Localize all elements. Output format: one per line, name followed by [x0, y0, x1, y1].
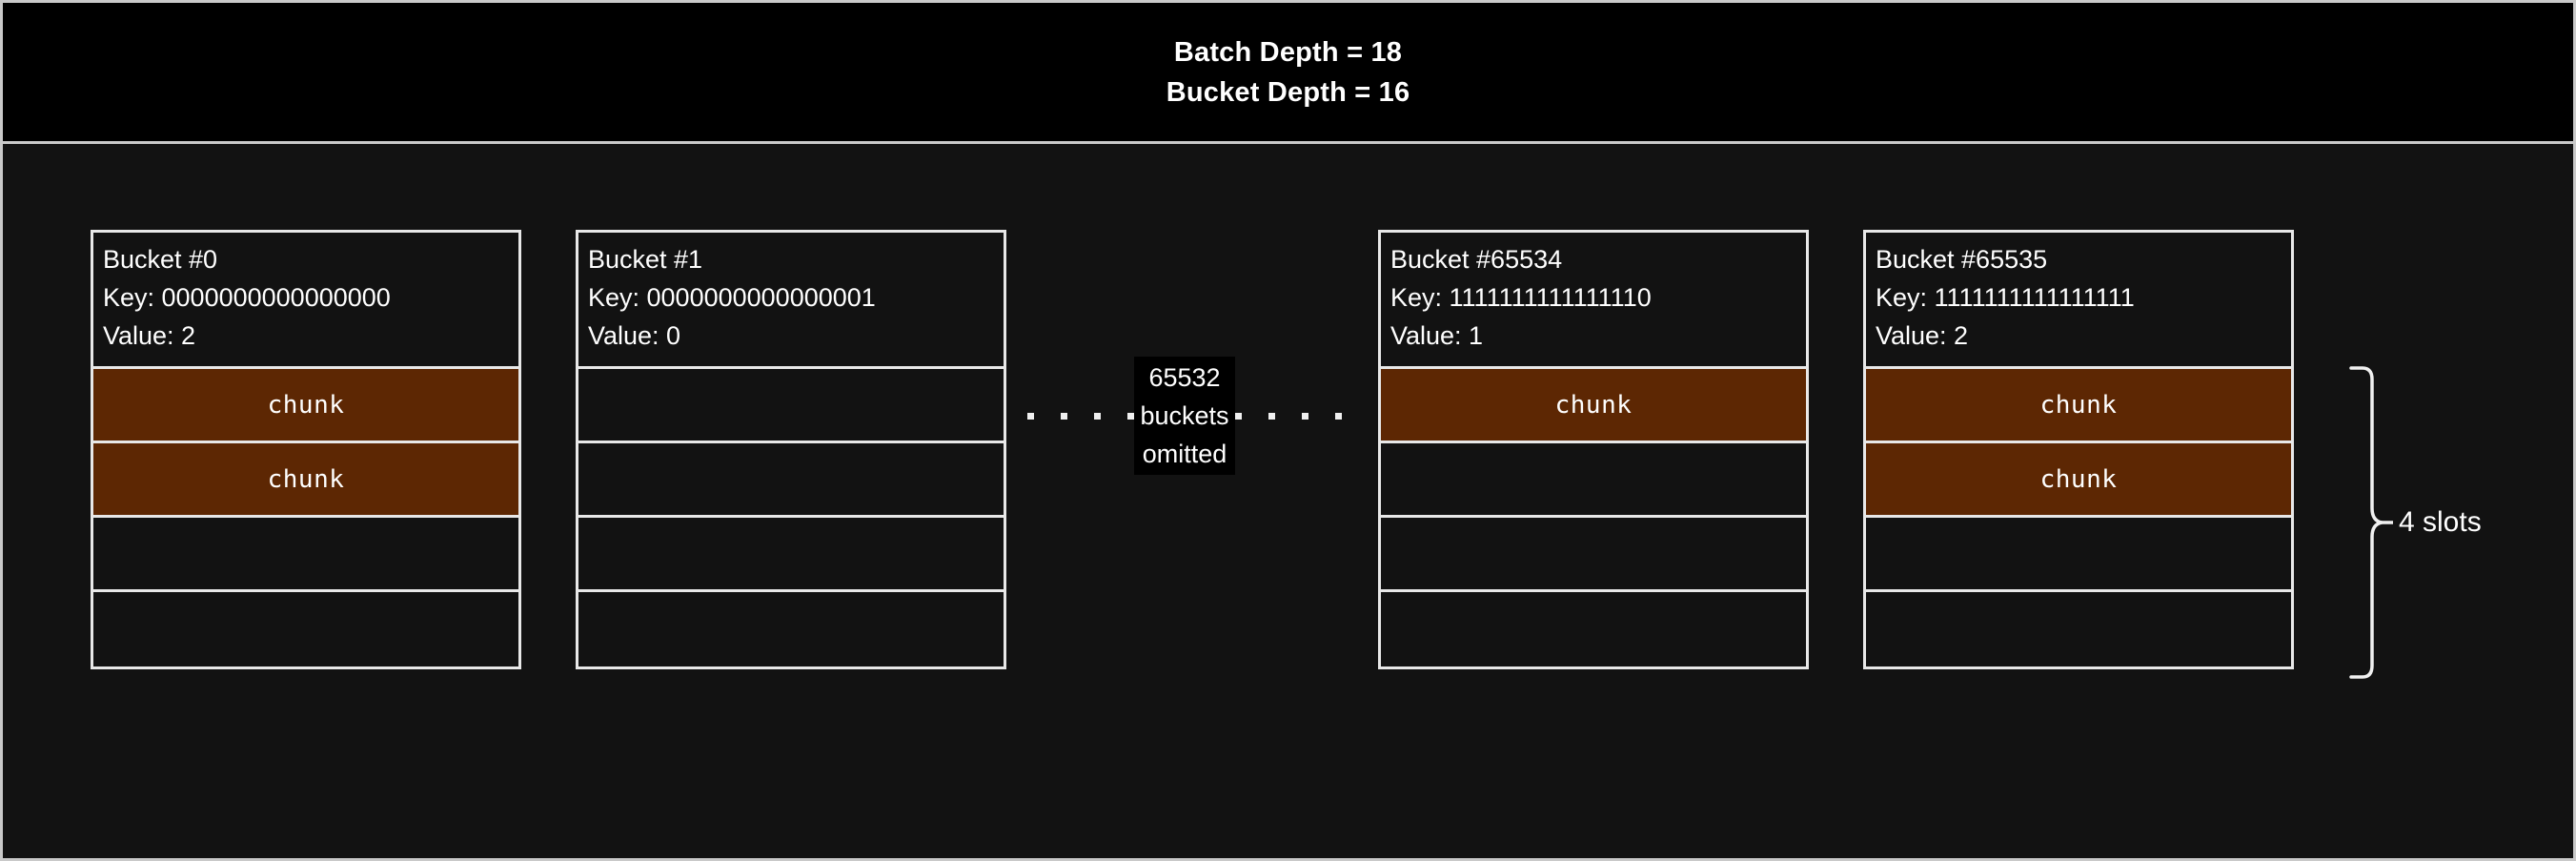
omitted-count: 65532	[1148, 363, 1221, 392]
omitted-noun: buckets	[1140, 401, 1229, 430]
dot-icon	[1061, 412, 1068, 420]
bucket-header-65535: Bucket #65535 Key: 1111111111111111 Valu…	[1866, 233, 2291, 369]
chunk-label: chunk	[1554, 390, 1633, 420]
bucket-slot[interactable]	[1381, 443, 1806, 518]
slots-annotation: 4 slots	[2349, 365, 2568, 680]
omitted-verb: omitted	[1142, 440, 1227, 468]
dot-icon	[1094, 412, 1102, 420]
bucket-card-65534[interactable]: Bucket #65534 Key: 1111111111111110 Valu…	[1378, 230, 1809, 669]
bucket-slot[interactable]	[578, 518, 1004, 592]
dot-icon	[1234, 412, 1242, 420]
bucket-slot[interactable]	[578, 443, 1004, 518]
bucket-title-0: Bucket #0	[103, 245, 218, 274]
bucket-slot[interactable]	[578, 369, 1004, 443]
curly-brace-icon	[2349, 366, 2393, 679]
bucket-title-65535: Bucket #65535	[1876, 245, 2048, 274]
bucket-value-65534: Value: 1	[1390, 321, 1484, 350]
bucket-slot[interactable]: chunk	[93, 369, 518, 443]
bucket-depth-label: Bucket Depth = 16	[1166, 76, 1410, 108]
diagram-body: Bucket #0 Key: 0000000000000000 Value: 2…	[3, 144, 2573, 858]
diagram-header: Batch Depth = 18 Bucket Depth = 16	[3, 3, 2573, 144]
dot-icon	[1127, 412, 1135, 420]
dot-run-right	[1234, 412, 1342, 420]
bucket-header-0: Bucket #0 Key: 0000000000000000 Value: 2	[93, 233, 518, 369]
bucket-key-0: Key: 0000000000000000	[103, 283, 391, 312]
bucket-slot[interactable]	[578, 592, 1004, 666]
bucket-slot[interactable]: chunk	[1866, 443, 2291, 518]
bucket-header-1: Bucket #1 Key: 0000000000000001 Value: 0	[578, 233, 1004, 369]
chunk-label: chunk	[2039, 464, 2118, 494]
dot-icon	[1301, 412, 1308, 420]
bucket-slot[interactable]	[1866, 592, 2291, 666]
slots-count-label: 4 slots	[2399, 506, 2482, 538]
bucket-card-65535[interactable]: Bucket #65535 Key: 1111111111111111 Valu…	[1863, 230, 2294, 669]
chunk-label: chunk	[267, 464, 345, 494]
dot-run-left	[1027, 412, 1135, 420]
bucket-card-0[interactable]: Bucket #0 Key: 0000000000000000 Value: 2…	[91, 230, 521, 669]
bucket-card-1[interactable]: Bucket #1 Key: 0000000000000001 Value: 0	[576, 230, 1006, 669]
bucket-title-65534: Bucket #65534	[1390, 245, 1563, 274]
omitted-buckets-label: 65532 buckets omitted	[1134, 357, 1235, 475]
bucket-slot[interactable]: chunk	[1866, 369, 2291, 443]
bucket-header-65534: Bucket #65534 Key: 1111111111111110 Valu…	[1381, 233, 1806, 369]
bucket-slot[interactable]: chunk	[93, 443, 518, 518]
dot-icon	[1268, 412, 1275, 420]
bucket-slot[interactable]	[93, 592, 518, 666]
bucket-value-0: Value: 2	[103, 321, 196, 350]
batch-depth-label: Batch Depth = 18	[1173, 36, 1403, 68]
bucket-slot[interactable]	[1866, 518, 2291, 592]
bucket-title-1: Bucket #1	[588, 245, 703, 274]
chunk-label: chunk	[2039, 390, 2118, 420]
bucket-value-1: Value: 0	[588, 321, 681, 350]
bucket-value-65535: Value: 2	[1876, 321, 1969, 350]
bucket-key-1: Key: 0000000000000001	[588, 283, 876, 312]
bucket-key-65534: Key: 1111111111111110	[1390, 283, 1652, 312]
bucket-slot[interactable]: chunk	[1381, 369, 1806, 443]
omitted-buckets-marker: 65532 buckets omitted	[1027, 357, 1342, 475]
bucket-slot[interactable]	[93, 518, 518, 592]
dot-icon	[1334, 412, 1342, 420]
chunk-label: chunk	[267, 390, 345, 420]
bucket-key-65535: Key: 1111111111111111	[1876, 283, 2135, 312]
bucket-slot[interactable]	[1381, 592, 1806, 666]
bucket-slot[interactable]	[1381, 518, 1806, 592]
dot-icon	[1027, 412, 1035, 420]
